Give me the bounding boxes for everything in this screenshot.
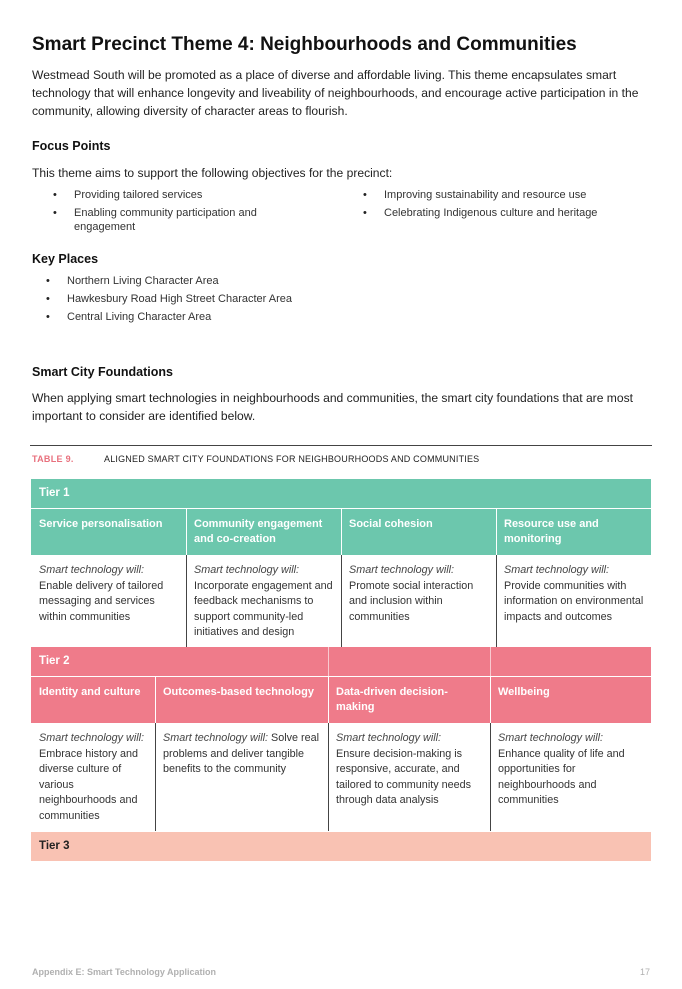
page-title: Smart Precinct Theme 4: Neighbourhoods a… [32, 34, 577, 55]
cell-text: Enable delivery of tailored messaging an… [39, 579, 164, 623]
column-divider [496, 555, 497, 647]
list-item: Northern Living Character Area [45, 274, 445, 288]
tier-1-header-community-engagement: Community engagement and co-creation [194, 518, 323, 545]
column-divider [186, 555, 187, 647]
cell-lead: Smart technology will: [39, 732, 145, 744]
list-item: Improving sustainability and resource us… [362, 188, 642, 202]
cell-text: Enhance quality of life and opportunitie… [498, 747, 625, 807]
cell-lead: Smart technology will: [194, 564, 300, 576]
intro-paragraph: Westmead South will be promoted as a pla… [32, 68, 639, 118]
cell-lead: Smart technology will: [498, 732, 604, 744]
footer-section-label: Appendix E: Smart Technology Application [32, 967, 217, 977]
column-divider [328, 723, 329, 831]
list-item: Hawkesbury Road High Street Character Ar… [45, 292, 445, 306]
foundations-heading: Smart City Foundations [32, 365, 173, 379]
list-item: Central Living Character Area [45, 310, 445, 324]
tier-3-label: Tier 3 [31, 832, 651, 861]
cell-text: Solve real problems and deliver tangible… [163, 732, 320, 775]
cell-lead: Smart technology will: [349, 564, 455, 576]
tier-1-header-social-cohesion: Social cohesion [349, 518, 433, 530]
cell-text: Ensure decision-making is responsive, ac… [336, 747, 472, 807]
tier-2-header-outcomes: Outcomes-based technology [163, 686, 314, 698]
column-divider [328, 677, 329, 723]
tier-2-header-identity: Identity and culture [39, 686, 141, 698]
tier-1-label: Tier 1 [31, 479, 651, 508]
column-divider [490, 647, 491, 676]
tier-2-header-row: Identity and culture Outcomes-based tech… [31, 677, 651, 723]
cell-lead: Smart technology will: [504, 564, 610, 576]
tier-2-header-data-driven: Data-driven decision-making [336, 686, 448, 713]
focus-points-right-list: Improving sustainability and resource us… [362, 188, 642, 220]
tier-2-body-cell: Smart technology will: Embrace history a… [31, 723, 155, 824]
column-divider [186, 509, 187, 555]
focus-points-left-list: Providing tailored services Enabling com… [52, 188, 292, 234]
column-divider [155, 723, 156, 831]
cell-text: Provide communities with information on … [504, 579, 644, 623]
tier-1-body-row: Smart technology will: Enable delivery o… [31, 555, 651, 647]
table-number: TABLE 9. [32, 454, 74, 464]
tier-1-header-service-personalisation: Service personalisation [39, 518, 163, 530]
list-item: Providing tailored services [52, 188, 292, 202]
column-divider [490, 677, 491, 723]
column-divider [496, 509, 497, 555]
tier-2-body-cell: Smart technology will: Ensure decision-m… [328, 723, 490, 809]
focus-points-lead: This theme aims to support the following… [32, 166, 393, 180]
tier-1-body-cell: Smart technology will: Incorporate engag… [186, 555, 341, 641]
table-caption: ALIGNED SMART CITY FOUNDATIONS FOR NEIGH… [104, 454, 480, 464]
key-places-heading: Key Places [32, 252, 99, 266]
key-places-list: Northern Living Character Area Hawkesbur… [45, 274, 445, 324]
page-number: 17 [639, 967, 650, 977]
column-divider [341, 509, 342, 555]
cell-text: Embrace history and diverse culture of v… [39, 747, 139, 822]
cell-text: Incorporate engagement and feedback mech… [194, 579, 333, 639]
tier-2-body-cell: Smart technology will: Solve real proble… [155, 723, 328, 778]
table-top-rule [30, 445, 652, 446]
tier-1-header-resource-use: Resource use and monitoring [504, 518, 599, 545]
tier-2-body-cell: Smart technology will: Enhance quality o… [490, 723, 651, 809]
tier-2-header-wellbeing: Wellbeing [498, 686, 550, 698]
tier-1-header-row: Service personalisation Community engage… [31, 509, 651, 555]
list-item: Enabling community participation and eng… [52, 206, 292, 234]
foundations-paragraph: When applying smart technologies in neig… [32, 391, 633, 423]
column-divider [341, 555, 342, 647]
cell-lead: Smart technology will: [39, 564, 145, 576]
focus-points-heading: Focus Points [32, 139, 111, 153]
tier-2-body-row: Smart technology will: Embrace history a… [31, 723, 651, 831]
column-divider [490, 723, 491, 831]
cell-text: Promote social interaction and inclusion… [349, 579, 474, 623]
cell-lead: Smart technology will: [163, 732, 269, 744]
column-divider [328, 647, 329, 676]
column-divider [155, 677, 156, 723]
tier-2-label: Tier 2 [31, 647, 651, 676]
tier-1-body-cell: Smart technology will: Promote social in… [341, 555, 496, 625]
cell-lead: Smart technology will: [336, 732, 442, 744]
tier-1-body-cell: Smart technology will: Provide communiti… [496, 555, 651, 625]
list-item: Celebrating Indigenous culture and herit… [362, 206, 642, 220]
tier-1-body-cell: Smart technology will: Enable delivery o… [31, 555, 186, 625]
